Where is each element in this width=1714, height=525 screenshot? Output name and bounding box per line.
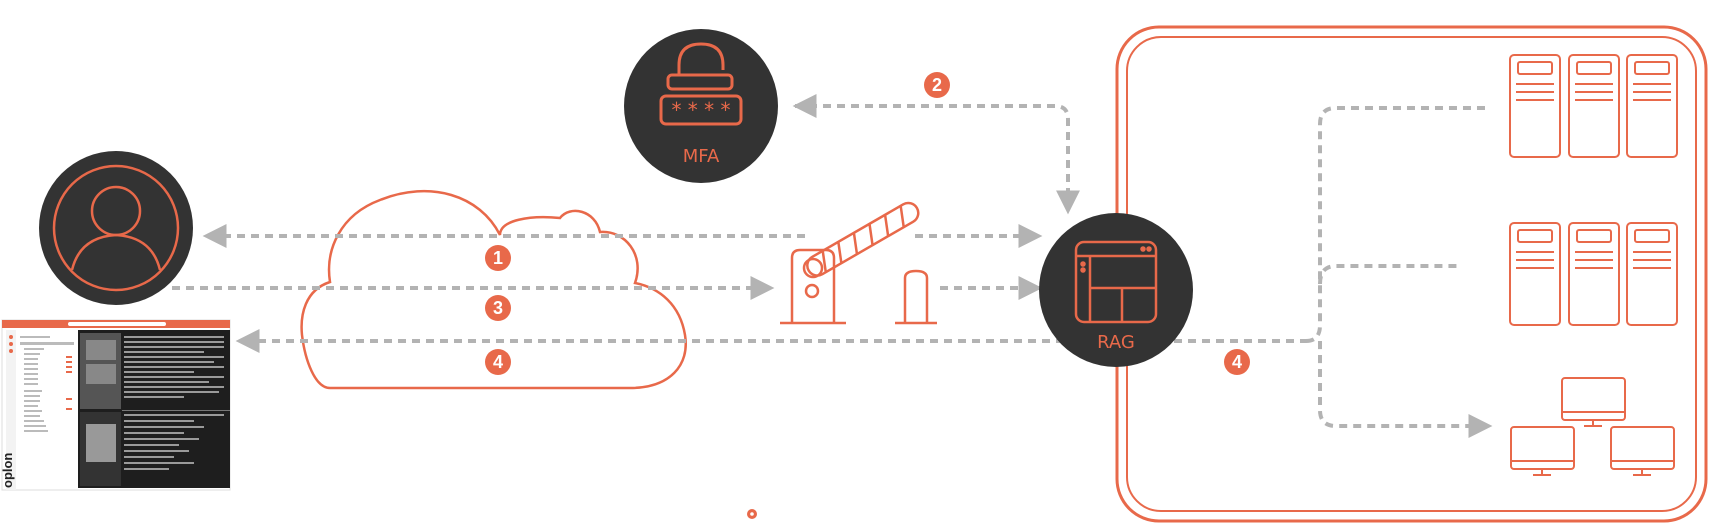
- oplon-logo: oplon: [0, 453, 15, 488]
- step-badges: 1 2 3 4 4: [485, 72, 1250, 375]
- desktop-monitor-icon: [1510, 426, 1575, 476]
- step-badge-4-left: 4: [485, 349, 511, 375]
- server-rack-icon: [1626, 222, 1678, 326]
- server-rack-icon: [1568, 54, 1620, 158]
- server-group-middle: [1509, 222, 1678, 326]
- padlock-password-icon: * * * *: [659, 42, 743, 126]
- mfa-node: * * * * MFA: [624, 29, 778, 183]
- svg-text:4: 4: [1232, 352, 1242, 372]
- rag-label: RAG: [1097, 332, 1135, 353]
- svg-text:1: 1: [493, 248, 503, 268]
- desktop-monitor-icon: [1561, 377, 1626, 427]
- svg-text:* * * *: * * * *: [671, 98, 730, 122]
- arrow-rag-to-servers: [1160, 106, 1490, 426]
- mfa-label: MFA: [683, 146, 720, 167]
- cloud-icon: [300, 189, 687, 390]
- protected-network-frame: [1115, 25, 1708, 523]
- step-badge-2: 2: [924, 72, 950, 98]
- step-badge-3: 3: [485, 295, 511, 321]
- svg-text:3: 3: [493, 298, 503, 318]
- svg-text:4: 4: [493, 352, 503, 372]
- arrow-mfa-rag: [792, 94, 1080, 215]
- rag-node: RAG: [1039, 213, 1193, 367]
- barrier-gate-icon: [780, 201, 937, 325]
- server-rack-icon: [1509, 222, 1561, 326]
- page-indicator-dot: [747, 509, 757, 519]
- server-rack-icon: [1626, 54, 1678, 158]
- step-badge-4-right: 4: [1224, 349, 1250, 375]
- user-node: [39, 151, 193, 305]
- flow-arrows: [172, 94, 1490, 426]
- step-badge-1: 1: [485, 245, 511, 271]
- app-screenshot-thumbnail: oplon: [0, 319, 231, 491]
- browser-window-icon: [1074, 240, 1158, 324]
- server-rack-icon: [1509, 54, 1561, 158]
- svg-text:2: 2: [932, 75, 942, 95]
- server-group-top: [1509, 54, 1678, 158]
- desktop-monitor-icon: [1610, 426, 1675, 476]
- desktop-group: [1510, 377, 1675, 476]
- server-rack-icon: [1568, 222, 1620, 326]
